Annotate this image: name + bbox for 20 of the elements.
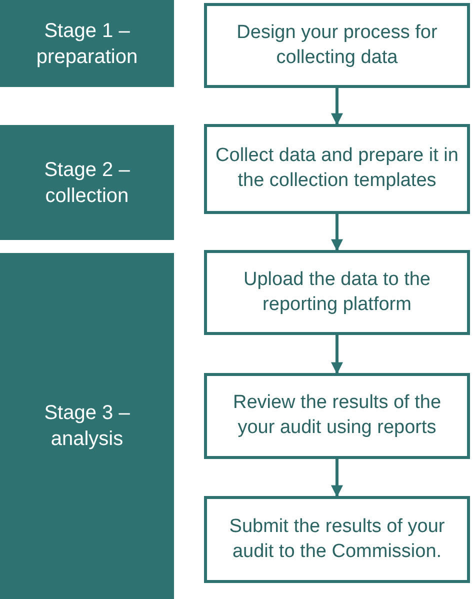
process-box	[204, 3, 470, 88]
stage-label: Stage 3 – analysis	[43, 401, 131, 452]
stage-box	[0, 253, 174, 599]
step-text: Review the results of the your audit using reports	[232, 391, 442, 440]
stage-box	[0, 0, 174, 87]
arrow	[331, 335, 343, 374]
step-text: Collect data and prepare it in the collection templates	[215, 144, 459, 193]
arrow	[331, 214, 343, 252]
process-box	[204, 250, 470, 335]
step-text: Submit the results of your audit to the Commission.	[228, 514, 446, 564]
arrow	[331, 88, 343, 126]
stage-label: Stage 2 – collection	[43, 158, 131, 208]
step-text: Design your process for collecting data	[236, 20, 438, 70]
process-box	[204, 124, 470, 214]
stage-label: Stage 1 – preparation	[35, 18, 139, 70]
process-box	[204, 373, 470, 459]
process-box	[204, 496, 470, 583]
arrow	[331, 459, 343, 498]
step-text: Upload the data to the reporting platform	[242, 268, 432, 316]
stage-box	[0, 125, 174, 240]
